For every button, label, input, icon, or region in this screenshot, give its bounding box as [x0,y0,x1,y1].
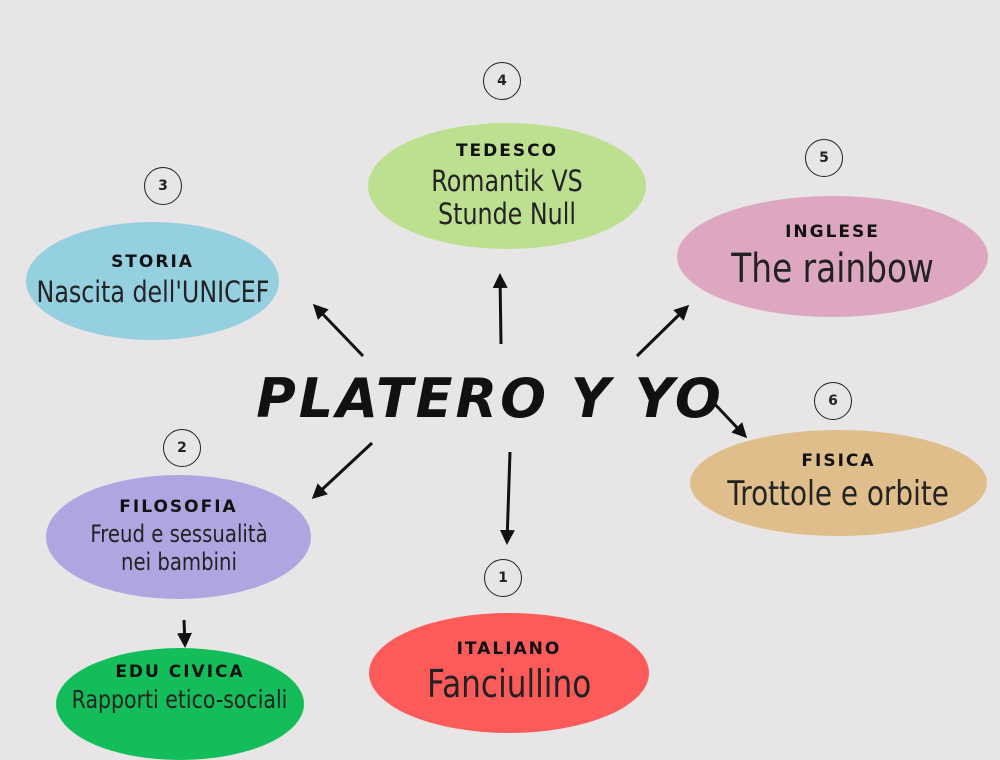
node-subject: FILOSOFIA [119,497,238,518]
node-topic: Nascita dell'UNICEF [36,275,269,310]
node-topic: Romantik VS Stunde Null [431,163,583,231]
arrow-to-tedesco [492,273,508,345]
node-number-storia: 3 [144,167,182,205]
central-title: PLATERO Y YO [256,366,724,430]
node-subject: FISICA [801,451,876,472]
arrow-to-edu-civica [177,619,193,648]
node-number-filosofia: 2 [163,429,201,467]
node-subject: TEDESCO [455,140,559,161]
node-inglese: INGLESE The rainbow [677,196,988,317]
node-number-inglese: 5 [805,139,843,177]
node-topic: Trottole e orbite [727,474,950,515]
node-number-tedesco: 4 [483,62,521,100]
node-fisica: FISICA Trottole e orbite [690,430,987,536]
arrow-to-italiano [499,451,515,545]
node-filosofia: FILOSOFIA Freud e sessualità nei bambini [46,475,311,599]
arrow-to-storia [312,303,365,358]
node-number-fisica: 6 [814,382,852,420]
node-tedesco: TEDESCO Romantik VS Stunde Null [368,123,646,249]
node-topic: Rapporti etico-sociali [72,685,288,714]
arrow-to-inglese [635,304,690,358]
node-edu-civica: EDU CIVICA Rapporti etico-sociali [56,648,304,760]
node-storia: STORIA Nascita dell'UNICEF [26,222,279,340]
arrow-to-fisica [708,397,748,439]
node-subject: ITALIANO [456,639,562,660]
node-number-italiano: 1 [484,559,522,597]
node-topic: Freud e sessualità nei bambini [89,520,268,576]
node-subject: EDU CIVICA [115,662,245,682]
node-italiano: ITALIANO Fanciullino [369,613,649,733]
node-subject: INGLESE [785,221,880,242]
arrow-to-filosofia [311,441,374,500]
node-topic: Fanciullino [426,662,592,707]
node-subject: STORIA [111,252,194,273]
node-topic: The rainbow [731,245,934,292]
